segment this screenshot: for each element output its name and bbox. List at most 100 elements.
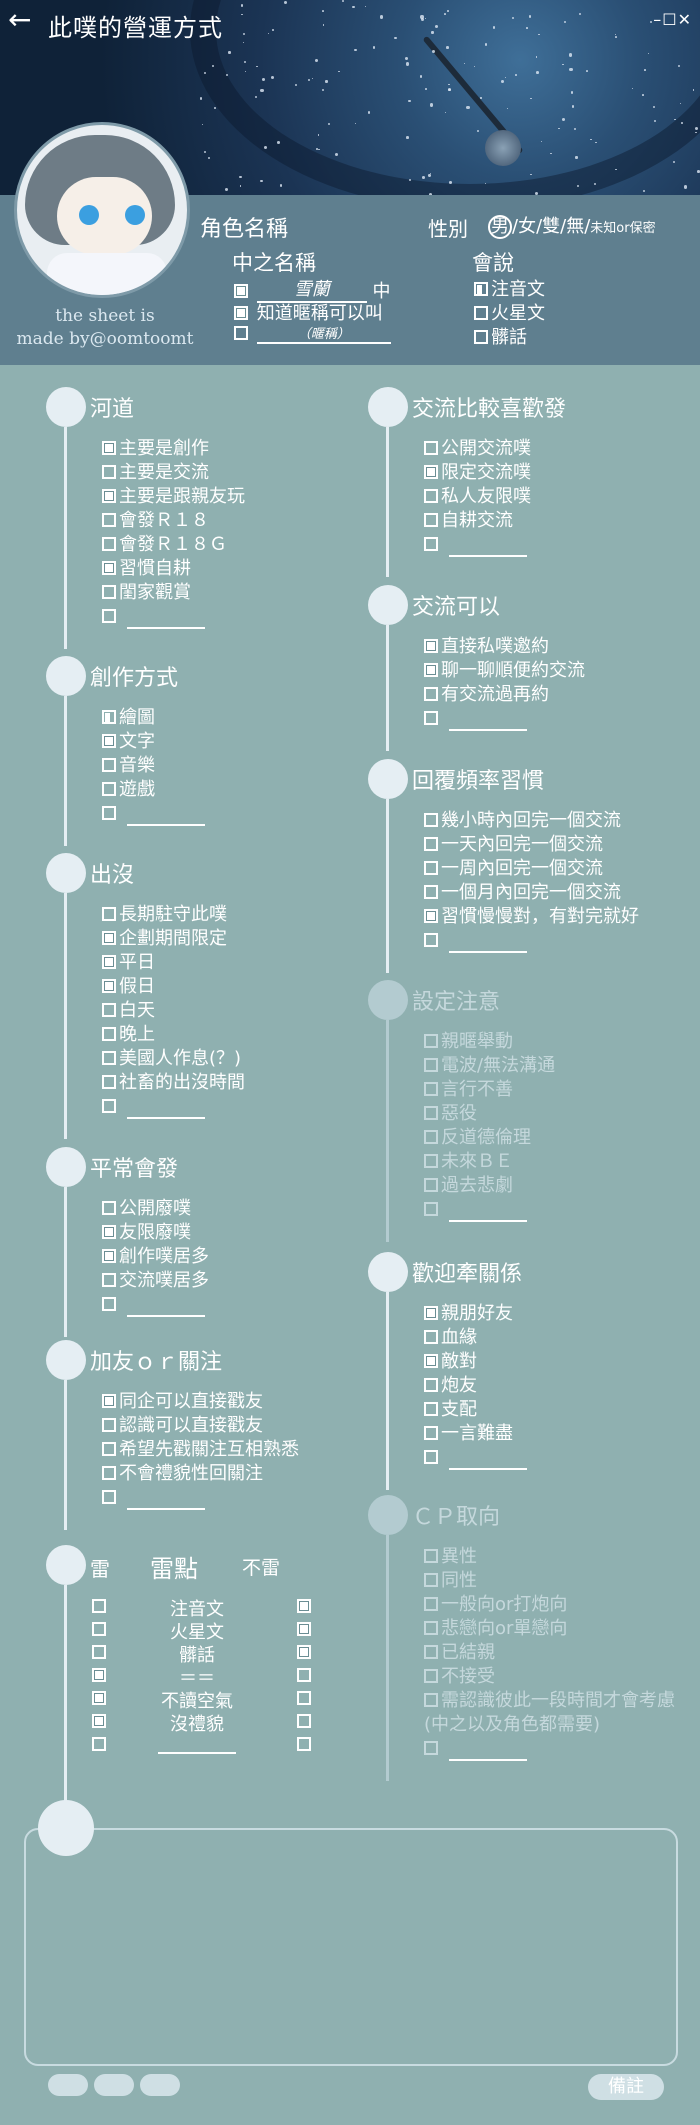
mine-checkbox[interactable] [92, 1714, 106, 1728]
checkbox[interactable] [102, 1099, 116, 1113]
checkbox[interactable] [424, 1354, 438, 1368]
checkbox[interactable] [424, 1130, 438, 1144]
checkbox[interactable] [424, 1597, 438, 1611]
checkbox[interactable] [102, 931, 116, 945]
checkbox[interactable] [424, 1154, 438, 1168]
checkbox[interactable] [102, 1273, 116, 1287]
checkbox[interactable] [102, 1003, 116, 1017]
checkbox[interactable] [424, 513, 438, 527]
checkbox[interactable] [424, 1106, 438, 1120]
checkbox[interactable] [424, 441, 438, 455]
checkbox[interactable] [424, 885, 438, 899]
checkbox[interactable] [102, 1201, 116, 1215]
blank-line[interactable] [449, 555, 527, 557]
checkbox[interactable] [102, 1442, 116, 1456]
checkbox[interactable] [424, 465, 438, 479]
checkbox[interactable] [102, 955, 116, 969]
checkbox[interactable] [102, 465, 116, 479]
checkbox[interactable] [424, 1741, 438, 1755]
blank-line[interactable] [449, 951, 527, 953]
gender-male-selected[interactable]: 男 [488, 215, 512, 239]
blank-line[interactable] [449, 1220, 527, 1222]
checkbox[interactable] [424, 1645, 438, 1659]
checkbox[interactable] [424, 663, 438, 677]
mine-checkbox[interactable] [92, 1737, 106, 1751]
checkbox[interactable] [424, 861, 438, 875]
mine-checkbox[interactable] [92, 1645, 106, 1659]
checkbox[interactable] [102, 1249, 116, 1263]
checkbox[interactable] [424, 1669, 438, 1683]
footer-pill-button[interactable] [48, 2074, 88, 2096]
checkbox[interactable] [102, 585, 116, 599]
speaks-martian-checkbox[interactable] [474, 306, 488, 320]
blank-line[interactable] [127, 1117, 205, 1119]
checkbox[interactable] [102, 1466, 116, 1480]
checkbox[interactable] [424, 489, 438, 503]
checkbox[interactable] [424, 1693, 438, 1707]
checkbox[interactable] [102, 758, 116, 772]
checkbox[interactable] [102, 537, 116, 551]
checkbox[interactable] [424, 639, 438, 653]
window-controls[interactable]: –☐✕ [653, 10, 692, 29]
not-mine-checkbox[interactable] [297, 1645, 311, 1659]
checkbox[interactable] [102, 561, 116, 575]
checkbox[interactable] [424, 909, 438, 923]
speaks-swear-checkbox[interactable] [474, 330, 488, 344]
checkbox[interactable] [424, 687, 438, 701]
checkbox[interactable] [102, 489, 116, 503]
checkbox[interactable] [102, 1225, 116, 1239]
checkbox[interactable] [102, 513, 116, 527]
blank-line[interactable] [449, 1468, 527, 1470]
checkbox[interactable] [102, 1394, 116, 1408]
not-mine-checkbox[interactable] [297, 1714, 311, 1728]
checkbox[interactable] [102, 979, 116, 993]
back-arrow-icon[interactable]: ← [8, 3, 32, 36]
nickname-checkbox[interactable] [234, 326, 248, 340]
checkbox[interactable] [102, 1027, 116, 1041]
checkbox[interactable] [424, 1058, 438, 1072]
mine-checkbox[interactable] [92, 1691, 106, 1705]
blank-line[interactable] [127, 824, 205, 826]
footer-pill-button[interactable] [94, 2074, 134, 2096]
checkbox[interactable] [102, 1075, 116, 1089]
footer-pill-button[interactable] [140, 2074, 180, 2096]
checkbox[interactable] [102, 907, 116, 921]
not-mine-checkbox[interactable] [297, 1599, 311, 1613]
checkbox[interactable] [102, 609, 116, 623]
checkbox[interactable] [102, 1051, 116, 1065]
mine-checkbox[interactable] [92, 1668, 106, 1682]
speaks-zhuyin-checkbox[interactable] [474, 282, 488, 296]
blank-line[interactable] [127, 1315, 205, 1317]
checkbox[interactable] [424, 1082, 438, 1096]
checkbox[interactable] [424, 711, 438, 725]
checkbox[interactable] [102, 1490, 116, 1504]
checkbox[interactable] [424, 1306, 438, 1320]
checkbox[interactable] [102, 441, 116, 455]
checkbox[interactable] [424, 1426, 438, 1440]
checkbox[interactable] [424, 813, 438, 827]
blank-line[interactable] [449, 1759, 527, 1761]
not-mine-checkbox[interactable] [297, 1737, 311, 1751]
blank-line[interactable] [449, 729, 527, 731]
checkbox[interactable] [424, 537, 438, 551]
checkbox[interactable] [424, 1402, 438, 1416]
checkbox[interactable] [102, 734, 116, 748]
not-mine-checkbox[interactable] [297, 1622, 311, 1636]
checkbox[interactable] [424, 1202, 438, 1216]
checkbox[interactable] [424, 1378, 438, 1392]
checkbox[interactable] [424, 837, 438, 851]
blank-line[interactable] [127, 1508, 205, 1510]
checkbox[interactable] [102, 782, 116, 796]
not-mine-checkbox[interactable] [297, 1668, 311, 1682]
gender-others[interactable]: /女/雙/無/ [512, 216, 591, 237]
gender-unknown[interactable]: 未知or保密 [590, 221, 656, 236]
checkbox[interactable] [424, 1178, 438, 1192]
blank-line[interactable] [158, 1752, 236, 1754]
checkbox[interactable] [102, 1297, 116, 1311]
mine-checkbox[interactable] [92, 1622, 106, 1636]
note-textarea[interactable] [24, 1828, 678, 2066]
nakanohito-name-checkbox[interactable] [234, 284, 248, 298]
checkbox[interactable] [102, 710, 116, 724]
checkbox[interactable] [102, 1418, 116, 1432]
checkbox[interactable] [424, 1450, 438, 1464]
